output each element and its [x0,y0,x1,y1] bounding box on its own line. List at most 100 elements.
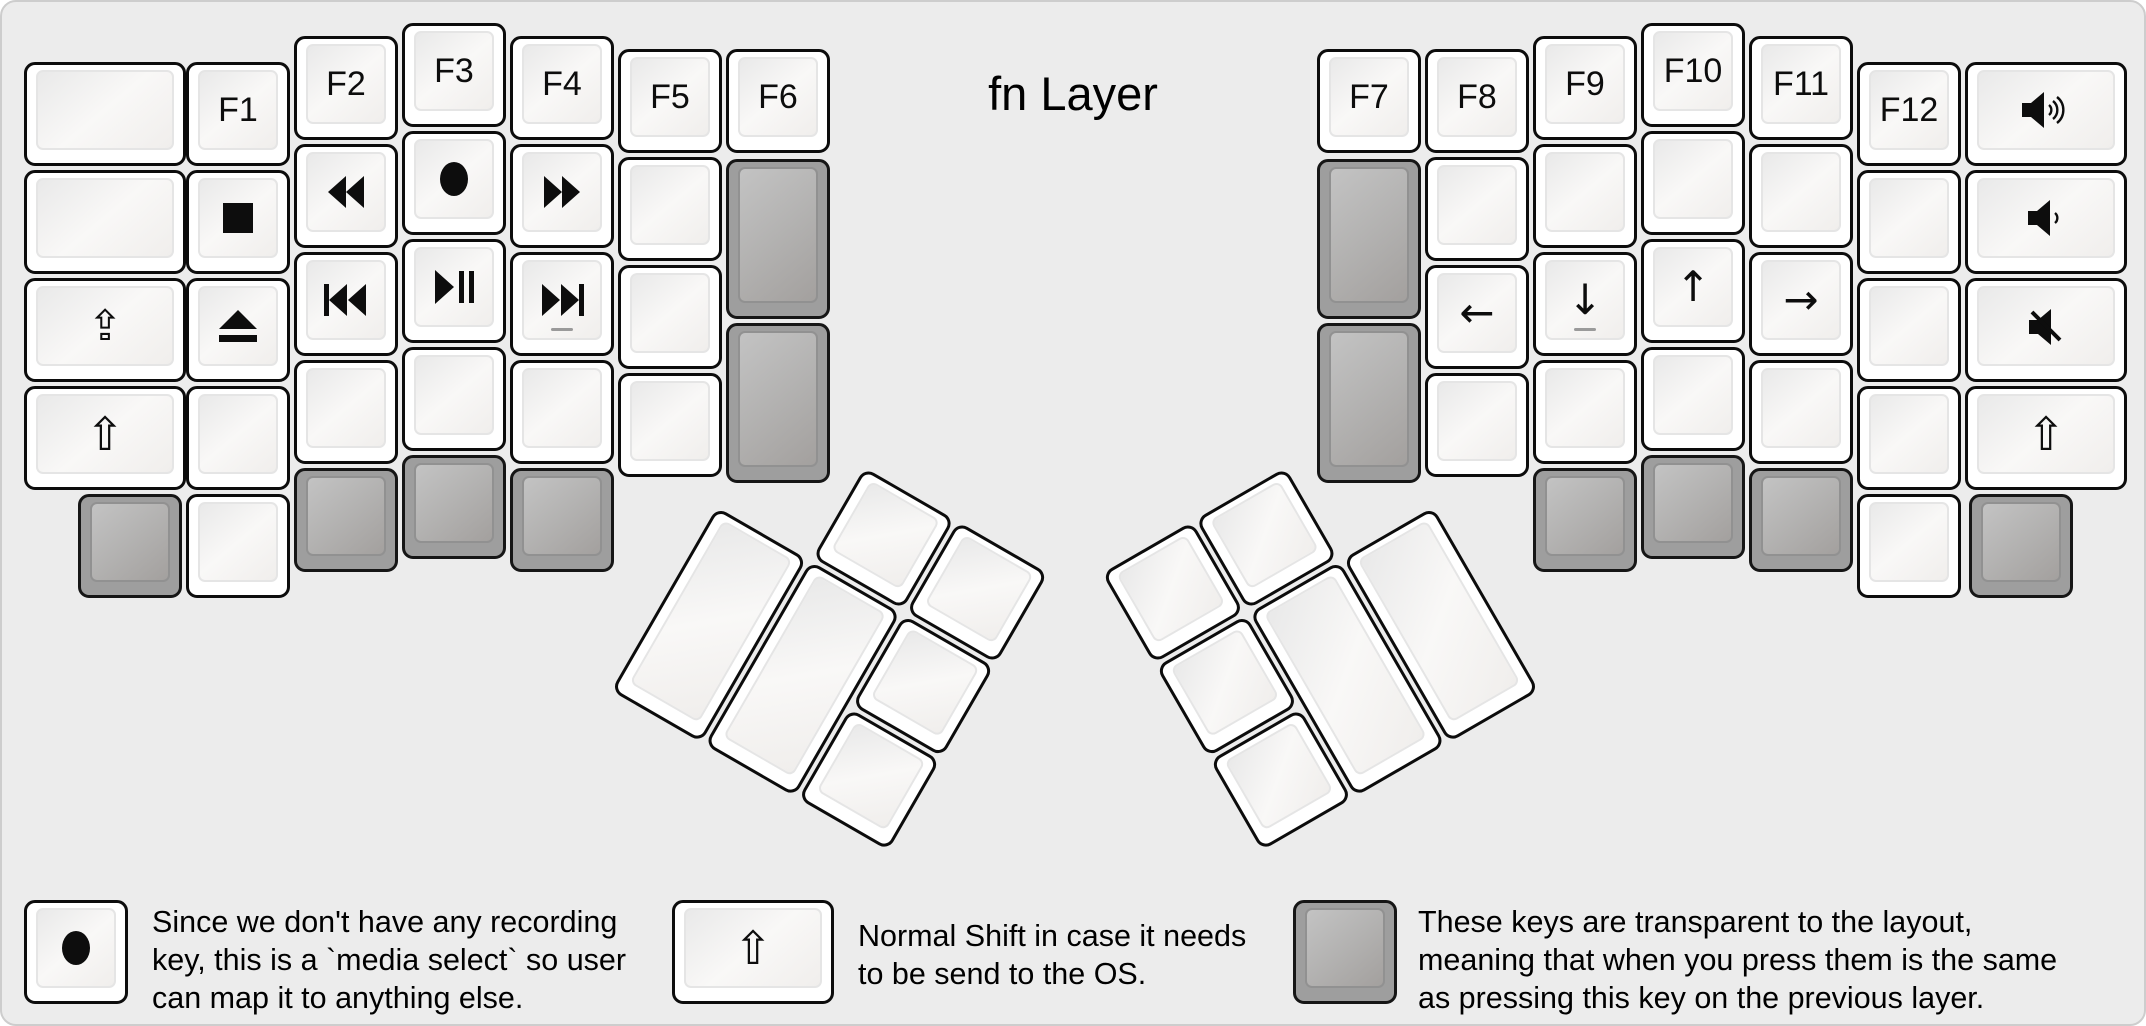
keytop: F8 [1437,57,1517,137]
keytop [1329,331,1409,467]
key-transparent[interactable] [1533,468,1637,572]
key-play-pause[interactable] [402,239,506,343]
key-blank[interactable] [1533,360,1637,464]
keytop: ↓ [1545,260,1625,340]
keytop [90,502,170,582]
legend-text-line: can map it to anything else. [152,981,524,1015]
key-transparent [1293,900,1397,1004]
key-fast-forward[interactable] [510,144,614,248]
key-blank[interactable] [1749,144,1853,248]
key-blank[interactable] [24,170,186,274]
key-transparent[interactable] [1317,159,1421,319]
keytop: F4 [522,44,602,124]
keytop [522,476,602,556]
key-f3[interactable]: F3 [402,23,506,127]
key-blank[interactable] [1857,494,1961,598]
key-blank[interactable] [618,157,722,261]
key-blank[interactable] [1641,347,1745,451]
keytop [414,355,494,435]
key-f10[interactable]: F10 [1641,23,1745,127]
key-blank[interactable] [402,347,506,451]
keytop: ⇪ [36,286,174,366]
key-f1[interactable]: F1 [186,62,290,166]
key-label: F8 [1457,77,1497,116]
key-mute[interactable] [1965,278,2127,382]
key-f12[interactable]: F12 [1857,62,1961,166]
key-blank[interactable] [1857,386,1961,490]
legend-text-line: Since we don't have any recording [152,905,618,939]
key-blank[interactable] [510,360,614,464]
key-transparent[interactable] [1641,455,1745,559]
prev-track-icon [323,284,369,316]
keytop [1545,152,1625,232]
key-arrow-down[interactable]: ↓ [1533,252,1637,356]
key-blank[interactable] [186,386,290,490]
key-arrow-left[interactable]: ← [1425,265,1529,369]
key-transparent[interactable] [402,455,506,559]
keytop [198,286,278,366]
key-caps-lock[interactable]: ⇪ [24,278,186,382]
keytop [630,273,710,353]
key-label: F9 [1565,64,1605,103]
key-transparent[interactable] [1317,323,1421,483]
keytop [1437,381,1517,461]
key-transparent[interactable] [78,494,182,598]
key-stop[interactable] [186,170,290,274]
key-blank[interactable] [618,373,722,477]
key-volume-up[interactable] [1965,62,2127,166]
key-f9[interactable]: F9 [1533,36,1637,140]
key-shift[interactable]: ⇧ [1965,386,2127,490]
key-blank[interactable] [24,62,186,166]
keytop [1653,139,1733,219]
key-transparent[interactable] [510,468,614,572]
key-f4[interactable]: F4 [510,36,614,140]
keytop [1869,286,1949,366]
key-transparent[interactable] [726,159,830,319]
key-blank[interactable] [294,360,398,464]
key-blank[interactable] [1533,144,1637,248]
key-f7[interactable]: F7 [1317,49,1421,153]
key-rewind[interactable] [294,144,398,248]
key-f6[interactable]: F6 [726,49,830,153]
key-f11[interactable]: F11 [1749,36,1853,140]
keytop [522,260,602,340]
keytop [1116,534,1226,644]
key-transparent[interactable] [1969,494,2073,598]
key-blank[interactable] [618,265,722,369]
key-f8[interactable]: F8 [1425,49,1529,153]
key-label: F6 [758,77,798,116]
key-volume-down[interactable] [1965,170,2127,274]
key-f2[interactable]: F2 [294,36,398,140]
key-blank[interactable] [1857,278,1961,382]
key-blank[interactable] [1641,131,1745,235]
key-blank[interactable] [1749,360,1853,464]
key-next-track[interactable] [510,252,614,356]
keytop: F12 [1869,70,1949,150]
keytop [738,331,818,467]
keytop [1977,178,2115,258]
keytop [830,480,941,590]
key-transparent[interactable] [294,468,398,572]
key-arrow-up[interactable]: ↑ [1641,239,1745,343]
key-blank[interactable] [1425,373,1529,477]
key-arrow-right[interactable]: → [1749,252,1853,356]
keytop [306,476,386,556]
keytop [1545,476,1625,556]
key-eject[interactable] [186,278,290,382]
key-f5[interactable]: F5 [618,49,722,153]
key-transparent[interactable] [1749,468,1853,572]
key-prev-track[interactable] [294,252,398,356]
key-shift[interactable]: ⇧ [24,386,186,490]
caps-lock-icon: ⇪ [87,301,123,350]
key-blank[interactable] [1857,170,1961,274]
key-label: F7 [1349,77,1389,116]
keytop [414,463,494,543]
key-record[interactable] [402,131,506,235]
arrow-down-icon: ↓ [1567,275,1603,324]
arrow-right-icon: → [1783,275,1819,324]
key-transparent[interactable] [726,323,830,483]
keytop: F10 [1653,31,1733,111]
key-blank[interactable] [1425,157,1529,261]
key-blank[interactable] [186,494,290,598]
